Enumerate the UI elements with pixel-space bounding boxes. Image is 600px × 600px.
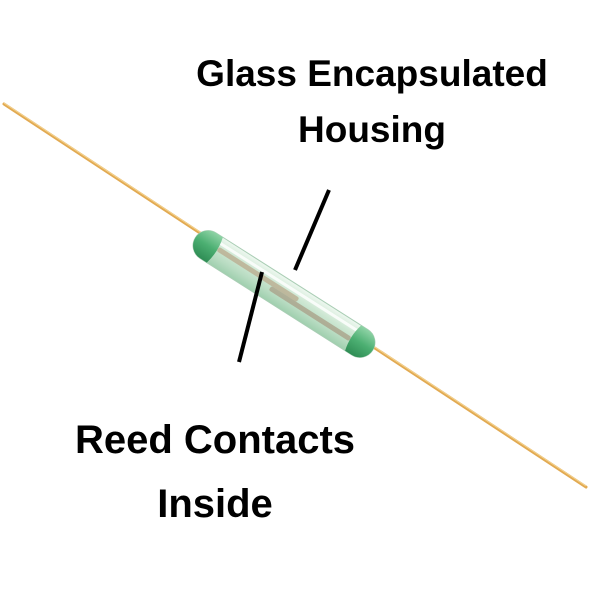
reed-contact (217, 247, 299, 302)
reed-contact (269, 286, 351, 341)
housing-label-line2: Housing (298, 109, 446, 150)
housing-leader-line (293, 189, 331, 271)
housing-label-line1: Glass Encapsulated (196, 53, 548, 94)
glass-tube (192, 230, 376, 358)
contacts-label-line1: Reed Contacts (75, 418, 355, 462)
contacts-label-line2: Inside (157, 482, 273, 526)
contacts-leader-line (237, 271, 264, 363)
glass-end-right (345, 325, 375, 358)
glass-end-left (193, 230, 223, 263)
